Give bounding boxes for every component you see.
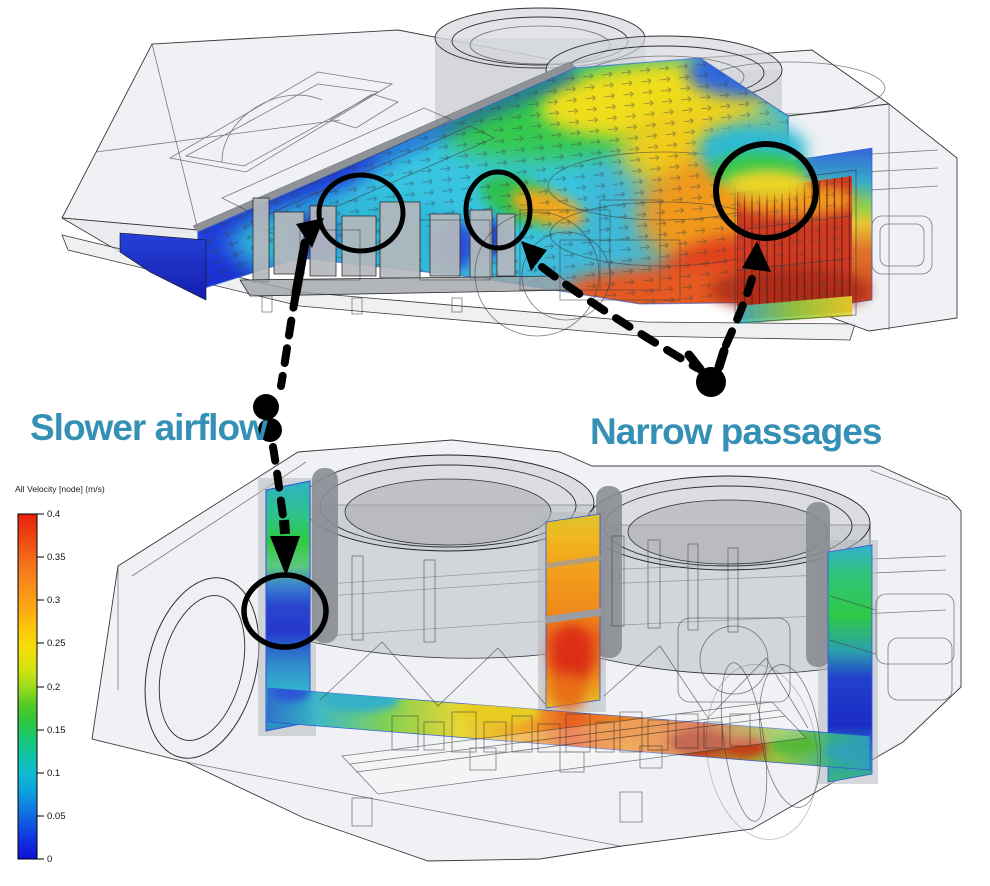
top-component-wireboxes	[261, 199, 681, 315]
bottom-view-machine	[91, 439, 962, 862]
legend-tick-label: 0	[47, 854, 52, 865]
bottom-right-plane	[827, 544, 873, 783]
legend-tick-label: 0.3	[47, 595, 60, 606]
top-view-machine	[61, 7, 958, 341]
bottom-trusses	[319, 535, 809, 729]
legend-tick-label: 0.2	[47, 682, 60, 693]
connector-shaft	[279, 519, 290, 535]
highlight-circle-top-3	[713, 141, 819, 241]
legend-tick-label: 0.05	[47, 811, 66, 822]
dashed-connector	[722, 260, 760, 349]
legend-tick-label: 0.15	[47, 725, 66, 736]
arrowhead-icon	[270, 536, 300, 576]
bottom-mid-plane	[544, 513, 602, 709]
cut-edge-strip-1	[312, 468, 338, 643]
legend-colorbar	[17, 513, 38, 860]
bottom-tub-left	[301, 454, 595, 659]
cut-edge-strip-3	[806, 502, 830, 667]
highlight-circle-bottom	[241, 572, 329, 650]
highlight-circle-top-2	[463, 169, 533, 251]
callout-dot	[258, 418, 282, 442]
arrowhead-icon	[296, 218, 324, 248]
legend-tick-label: 0.35	[47, 552, 66, 563]
dashed-connector	[538, 263, 701, 372]
cut-edge-strip-2	[596, 486, 622, 658]
bottom-pcb-wireframe	[341, 701, 807, 827]
legend-title: All Velocity [node] (m/s)	[15, 484, 105, 494]
top-inlet-wedge	[119, 232, 207, 301]
legend-tick-marks	[37, 513, 44, 860]
connector-shaft	[684, 350, 705, 374]
dashed-connector	[269, 443, 287, 520]
top-component-boxes	[239, 197, 576, 297]
callout-dot	[696, 367, 726, 397]
top-duct-wireframe	[95, 43, 399, 231]
highlight-circle-top-1	[316, 172, 406, 254]
top-heat-exchanger	[710, 169, 870, 324]
legend: All Velocity [node] (m/s) 0.4 0.35 0.3 0…	[15, 484, 105, 865]
callout-dot	[253, 394, 279, 420]
connector-shaft	[714, 346, 729, 372]
label-slower-airflow: Slower airflow	[30, 407, 268, 448]
bottom-right-duct-wireframe	[829, 593, 955, 701]
connector-shaft	[291, 238, 310, 298]
arrowhead-icon	[742, 241, 771, 272]
legend-tick-label: 0.1	[47, 768, 60, 779]
label-narrow-passages: Narrow passages	[590, 411, 882, 452]
legend-tick-label: 0.4	[47, 509, 60, 520]
dashed-connector	[277, 289, 300, 390]
annotation-layer	[241, 141, 819, 650]
arrowhead-icon	[521, 241, 547, 271]
hx-inflow-yellow	[726, 170, 810, 198]
bottom-inlet-oval	[144, 577, 260, 759]
legend-tick-label: 0.25	[47, 638, 66, 649]
bottom-tub-right	[585, 475, 871, 675]
bottom-fan-wireframe	[677, 617, 821, 840]
